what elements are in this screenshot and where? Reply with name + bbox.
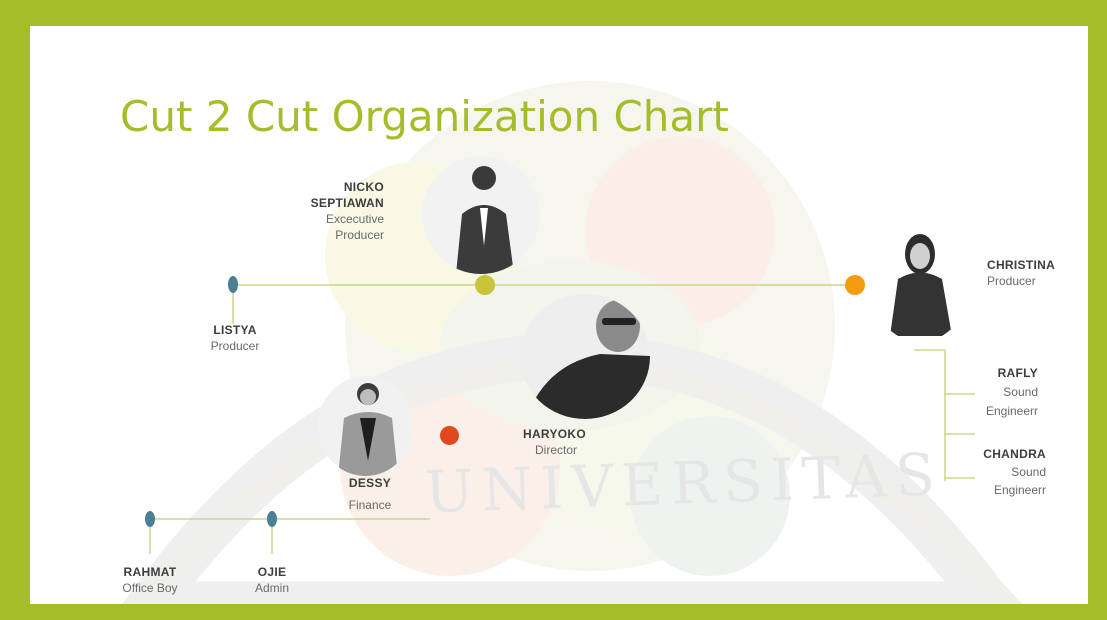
christina-node-dot bbox=[845, 275, 865, 295]
person-photo-icon bbox=[422, 156, 540, 274]
person-name: CHANDRA bbox=[983, 447, 1046, 461]
person-role: Engineerr bbox=[993, 483, 1046, 497]
ojie-label: OJIE Admin bbox=[236, 564, 308, 596]
nicko-node-dot bbox=[475, 275, 495, 295]
person-role: Sound bbox=[1003, 385, 1038, 399]
person-name: CHRISTINA bbox=[987, 258, 1056, 272]
person-name: NICKO bbox=[343, 180, 384, 194]
haryoko-label: HARYOKO Director bbox=[523, 426, 613, 458]
person-role: Admin bbox=[254, 581, 289, 595]
rafly-label: RAFLY Sound Engineerr bbox=[960, 364, 1038, 421]
connector-lines bbox=[149, 271, 975, 554]
person-name: HARYOKO bbox=[523, 427, 586, 441]
dessy-node-dot bbox=[440, 426, 459, 445]
person-photo-icon bbox=[520, 294, 650, 419]
person-role: Producer bbox=[987, 274, 1036, 288]
person-role: Finance bbox=[348, 498, 392, 512]
listya-label: LISTYA Producer bbox=[195, 322, 275, 354]
person-role: Office Boy bbox=[122, 581, 178, 595]
person-name: SEPTIAWAN bbox=[310, 196, 384, 210]
chandra-label: CHANDRA Sound Engineerr bbox=[960, 445, 1046, 499]
person-name: OJIE bbox=[257, 565, 287, 579]
nicko-photo bbox=[422, 156, 540, 274]
listya-node-dot bbox=[228, 276, 238, 293]
person-name: RAFLY bbox=[997, 366, 1038, 380]
slide: UNIVERSITAS Cut 2 Cut Organization Chart bbox=[30, 26, 1088, 604]
person-photo-icon bbox=[318, 376, 413, 476]
person-name: DESSY bbox=[348, 476, 392, 490]
person-role: Engineerr bbox=[985, 404, 1038, 418]
person-name: LISTYA bbox=[213, 323, 257, 337]
person-role: Excecutive bbox=[325, 212, 384, 226]
person-photo-icon bbox=[870, 224, 970, 342]
page-title: Cut 2 Cut Organization Chart bbox=[120, 92, 729, 141]
person-role: Producer bbox=[335, 228, 384, 242]
christina-photo bbox=[870, 224, 970, 342]
christina-label: CHRISTINA Producer bbox=[987, 257, 1077, 289]
rahmat-node-dot bbox=[145, 511, 155, 527]
person-role: Director bbox=[535, 443, 578, 457]
rahmat-label: RAHMAT Office Boy bbox=[110, 564, 190, 596]
person-role: Sound bbox=[1011, 465, 1046, 479]
ojie-node-dot bbox=[267, 511, 277, 527]
dessy-photo bbox=[318, 376, 413, 476]
haryoko-photo bbox=[520, 294, 650, 419]
nicko-label: NICKO SEPTIAWAN Excecutive Producer bbox=[280, 179, 384, 243]
person-name: RAHMAT bbox=[123, 565, 177, 579]
person-role: Producer bbox=[210, 339, 260, 353]
dessy-label: DESSY Finance bbox=[330, 472, 410, 516]
